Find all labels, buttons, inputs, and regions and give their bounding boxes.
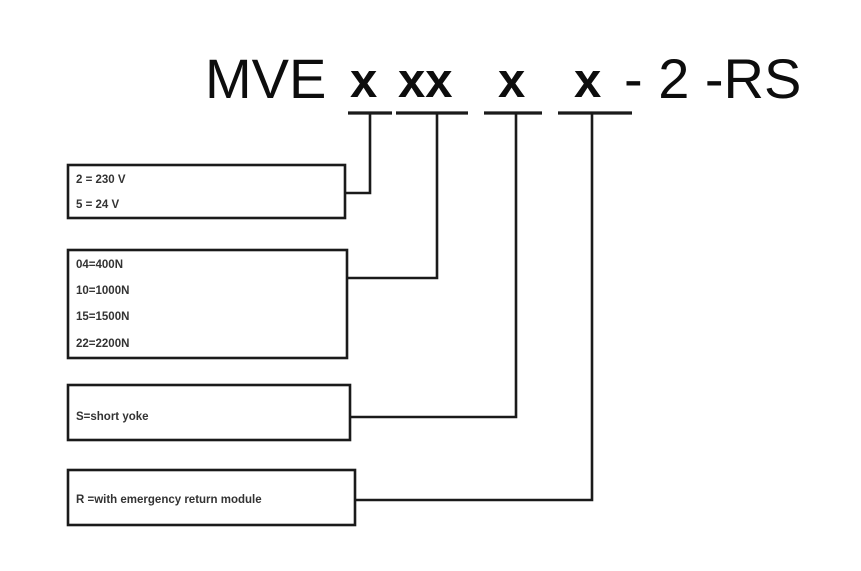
leader-line-voltage (345, 114, 372, 195)
leader-line-yoke (350, 114, 518, 419)
code-segment-2: xx (398, 54, 453, 108)
legend-box-voltage-line-2: 5 = 24 V (76, 199, 119, 211)
legend-box-return-module-line-1: R =with emergency return module (76, 494, 262, 506)
legend-box-yoke (66, 383, 352, 442)
legend-box-force-line-2: 10=1000N (76, 285, 129, 297)
legend-box-yoke-line-1: S=short yoke (76, 411, 149, 423)
code-suffix: - 2 -RS (624, 47, 801, 110)
code-segment-3: x (498, 54, 525, 108)
code-prefix: MVE (205, 47, 326, 110)
code-segment-1: x (350, 54, 377, 108)
leader-line-return-module (355, 114, 594, 502)
legend-box-force-line-4: 22=2200N (76, 338, 129, 350)
leader-line-force (347, 114, 439, 280)
legend-box-force-line-1: 04=400N (76, 259, 123, 271)
legend-box-force-line-3: 15=1500N (76, 311, 129, 323)
legend-box-voltage-line-1: 2 = 230 V (76, 174, 126, 186)
legend-box-return-module (66, 468, 357, 527)
code-segment-4: x (574, 54, 601, 108)
legend-box-voltage (66, 163, 347, 220)
legend-box-force (66, 248, 349, 360)
